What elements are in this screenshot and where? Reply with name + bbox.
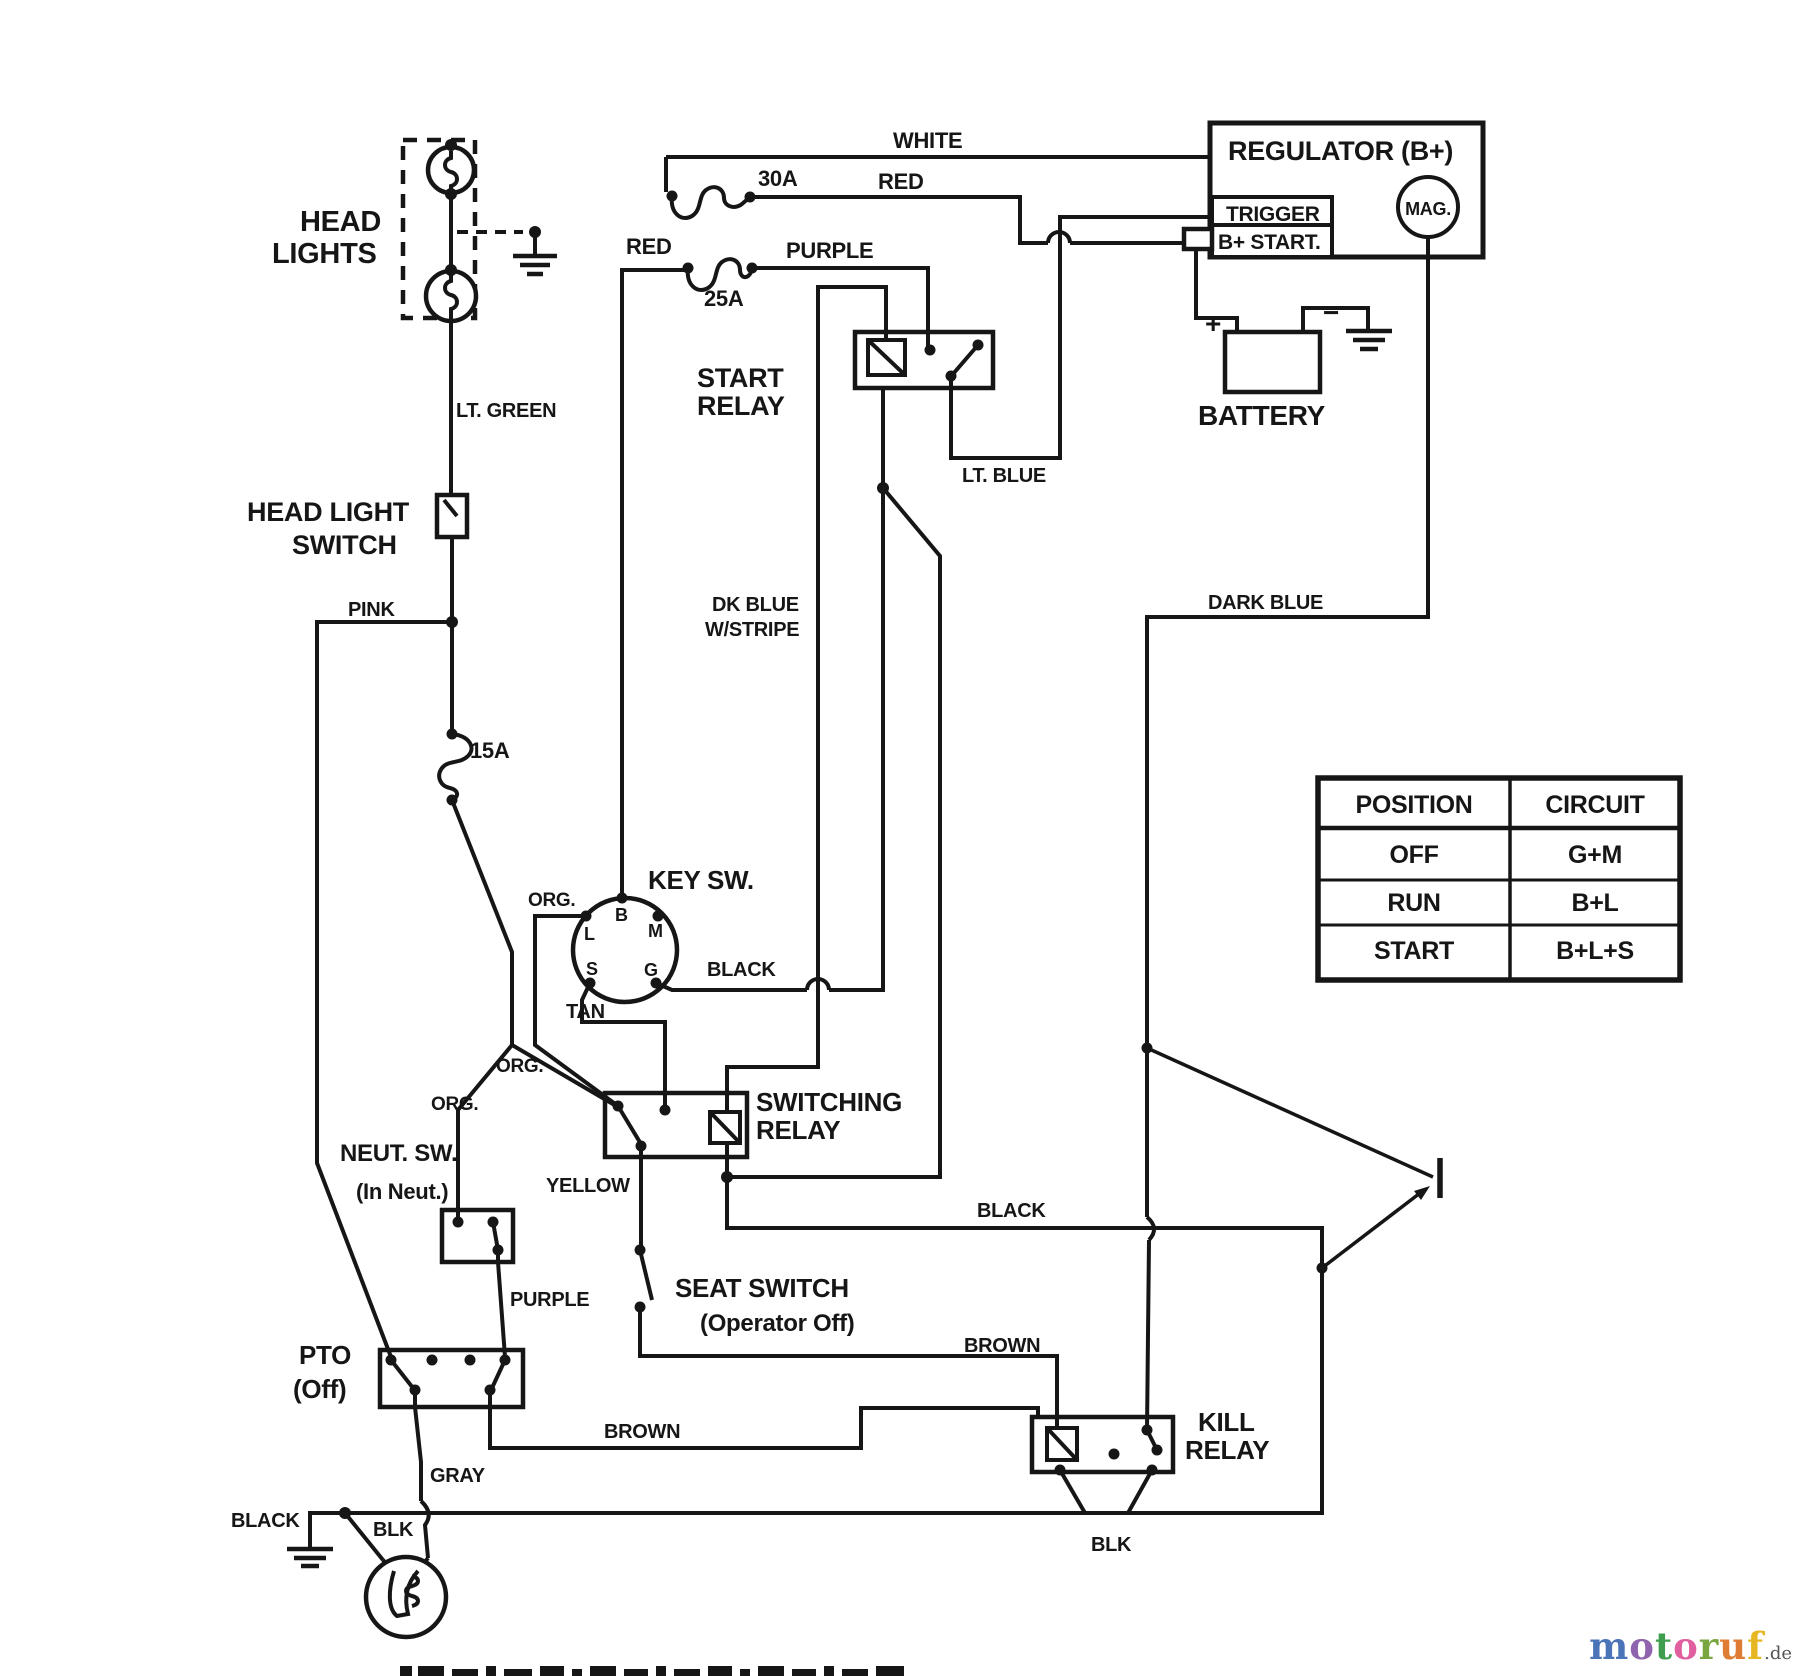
switching-relay-label-2: RELAY (756, 1115, 840, 1145)
start-relay-label-1: START (697, 363, 784, 393)
battery-label: BATTERY (1198, 400, 1326, 431)
key-terminal-g: G (644, 960, 658, 980)
neutral-switch-label-2: (In Neut.) (356, 1179, 448, 1204)
wire-label-blk-bottom: BLK (373, 1519, 414, 1541)
table-cell: RUN (1387, 889, 1440, 917)
fuse-label-25a: 25A (704, 286, 744, 311)
table-cell: G+M (1568, 841, 1622, 869)
seat-switch-label-1: SEAT SWITCH (675, 1273, 849, 1303)
key-terminal-s: S (586, 959, 598, 979)
pto-label-1: PTO (299, 1340, 351, 1370)
table-header-circuit: CIRCUIT (1545, 791, 1644, 819)
table-cell: START (1374, 937, 1454, 965)
switching-relay-coil-icon (708, 1110, 742, 1145)
wire-label-blk-kill: BLK (1091, 1534, 1132, 1556)
kill-relay-coil-icon (1045, 1426, 1079, 1462)
wire-label-pink: PINK (348, 599, 395, 621)
table-cell: B+L (1571, 889, 1618, 917)
kill-relay-label-2: RELAY (1185, 1435, 1269, 1465)
watermark-letter: r (1698, 1624, 1720, 1668)
start-relay-box (852, 329, 996, 391)
motoruf-watermark: motoruf.de (1589, 1624, 1792, 1668)
wire-label-black-bottom: BLACK (231, 1510, 300, 1532)
wire-label-tan: TAN (566, 1001, 605, 1023)
callout-pointer (1146, 1046, 1443, 1270)
wire-label-org-1: ORG. (528, 890, 575, 911)
key-terminal-b: B (615, 905, 628, 925)
wire-label-gray: GRAY (430, 1465, 486, 1487)
wire-label-org-3: ORG. (431, 1094, 478, 1115)
fuse-label-15a: 15A (470, 738, 510, 763)
table-header-position: POSITION (1355, 791, 1472, 819)
mag-label: MAG. (1405, 199, 1451, 219)
seat-switch-label-2: (Operator Off) (700, 1310, 854, 1337)
key-terminal-l: L (584, 924, 595, 944)
wire-label-brown-upper: BROWN (964, 1335, 1040, 1357)
head-light-switch-label-1: HEAD LIGHT (247, 497, 410, 527)
wire-label-purple-low: PURPLE (510, 1289, 589, 1311)
watermark-letter: t (1654, 1624, 1674, 1668)
switching-relay-box (602, 1090, 750, 1160)
headlights-label-2: LIGHTS (272, 238, 377, 270)
wire-label-red-left: RED (626, 234, 672, 259)
wire-label-dk-blue-1: DK BLUE (712, 594, 799, 616)
wire-label-dark-blue: DARK BLUE (1208, 592, 1323, 614)
watermark-letter: m (1589, 1624, 1630, 1668)
wire-label-yellow: YELLOW (546, 1175, 630, 1197)
wire-label-red-top: RED (878, 169, 924, 194)
table-cell: B+L+S (1556, 937, 1634, 965)
bstart-connector (1181, 226, 1215, 252)
watermark-letter: u (1719, 1624, 1748, 1668)
wire-label-lt-green: LT. GREEN (456, 400, 556, 422)
fuse-label-30a: 30A (758, 166, 798, 191)
neutral-switch-box (439, 1207, 516, 1265)
wire-label-org-2: ORG. (496, 1056, 543, 1077)
switching-relay-label-1: SWITCHING (756, 1087, 902, 1117)
neutral-switch-label-1: NEUT. SW. (340, 1140, 457, 1167)
watermark-suffix: .de (1764, 1643, 1792, 1664)
bstart-label: B+ START. (1218, 231, 1321, 254)
start-relay-label-2: RELAY (697, 391, 785, 421)
regulator-box (1207, 120, 1486, 260)
start-relay-coil-icon (866, 338, 907, 377)
position-circuit-table: POSITION CIRCUIT OFF G+M RUN B+L START B… (1315, 775, 1683, 983)
wire-label-white: WHITE (893, 128, 962, 153)
watermark-letter: o (1629, 1624, 1655, 1668)
wire-label-black-key: BLACK (707, 959, 776, 981)
key-switch-label: KEY SW. (648, 865, 754, 895)
pto-switch-box (377, 1347, 526, 1410)
battery-plus-label: + (1205, 308, 1221, 339)
wires (287, 155, 1430, 1574)
watermark-letter: f (1747, 1624, 1765, 1668)
components (363, 120, 1486, 1640)
headlights-enclosure (400, 137, 478, 321)
junction-dots (339, 139, 1328, 1519)
headlights-label-1: HEAD (300, 206, 381, 238)
head-light-switch (434, 492, 470, 540)
kill-relay-label-1: KILL (1198, 1407, 1255, 1437)
table-cell: OFF (1389, 841, 1438, 869)
battery-minus-label: − (1323, 297, 1339, 328)
wire-label-purple-top: PURPLE (786, 238, 873, 263)
key-terminal-m: M (648, 921, 663, 941)
wire-label-dk-blue-2: W/STRIPE (705, 619, 799, 641)
kill-relay-box (1029, 1414, 1176, 1475)
trigger-label: TRIGGER (1226, 203, 1320, 226)
regulator-label: REGULATOR (B+) (1228, 136, 1453, 166)
watermark-letter: o (1673, 1624, 1699, 1668)
battery-box (1222, 329, 1323, 395)
wire-label-black-mid: BLACK (977, 1200, 1046, 1222)
wire-label-brown-lower: BROWN (604, 1421, 680, 1443)
cropped-text-fragments (400, 1666, 904, 1676)
wire-label-lt-blue: LT. BLUE (962, 465, 1046, 487)
mag-icon (1396, 175, 1460, 239)
pto-label-2: (Off) (293, 1374, 346, 1404)
head-light-switch-label-2: SWITCH (292, 530, 397, 560)
